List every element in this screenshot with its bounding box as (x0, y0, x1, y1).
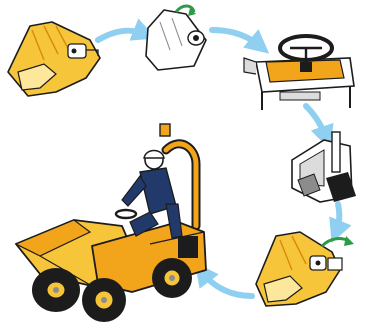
arrow-icon (98, 31, 145, 40)
control-lever-icon (292, 132, 356, 202)
hand-key-turn-icon (256, 232, 354, 306)
arrow-icon (202, 272, 252, 296)
hand-key-icon (8, 22, 100, 96)
site-dumper-icon (16, 124, 206, 322)
arrow-icon (306, 106, 326, 138)
key-turn-icon (146, 6, 206, 70)
arrow-icon (336, 204, 339, 232)
arrow-icon (212, 30, 260, 46)
